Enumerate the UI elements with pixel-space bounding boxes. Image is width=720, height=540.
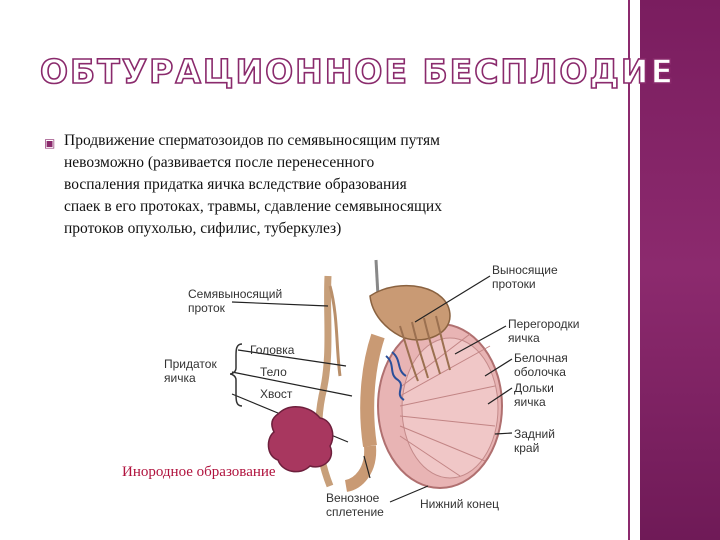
- body-paragraph: Продвижение сперматозоидов по семявынося…: [64, 130, 444, 240]
- epididymis-head: [370, 286, 450, 340]
- label-venous-1: Венозное: [326, 491, 380, 505]
- cord-vessel: [376, 260, 378, 296]
- label-albuginea-1: Белочная: [514, 351, 568, 365]
- testis-anatomy-figure: Семявыносящий проток Придаток яичка Голо…: [150, 256, 590, 526]
- slide-title: ОБТУРАЦИОННОЕ БЕСПЛОДИЕ: [40, 52, 675, 91]
- epididymis-body: [367, 336, 378, 446]
- label-septa-1: Перегородки: [508, 317, 579, 331]
- label-efferent-2: протоки: [492, 277, 536, 291]
- label-body: Тело: [260, 365, 287, 379]
- label-posterior-2: край: [514, 441, 539, 455]
- label-venous-2: сплетение: [326, 505, 384, 519]
- label-lobules-2: яичка: [514, 395, 546, 409]
- label-albuginea-2: оболочка: [514, 365, 566, 379]
- foreign-body-shape: [268, 407, 332, 472]
- label-appendage-2: яичка: [164, 371, 196, 385]
- label-posterior-1: Задний: [514, 427, 555, 441]
- label-vas-deferens-1: Семявыносящий: [188, 287, 282, 301]
- foreign-body-label: Инородное образование: [122, 464, 276, 481]
- label-septa-2: яичка: [508, 331, 540, 345]
- label-appendage-1: Придаток: [164, 357, 217, 371]
- appendage-brace: [230, 344, 242, 406]
- label-lobules-1: Дольки: [514, 381, 554, 395]
- label-head: Головка: [250, 343, 295, 357]
- label-tail: Хвост: [260, 387, 293, 401]
- label-lower-end: Нижний конец: [420, 497, 499, 511]
- square-bullet-icon: ▣: [44, 136, 58, 150]
- label-vas-deferens-2: проток: [188, 301, 226, 315]
- label-efferent-1: Выносящие: [492, 263, 558, 277]
